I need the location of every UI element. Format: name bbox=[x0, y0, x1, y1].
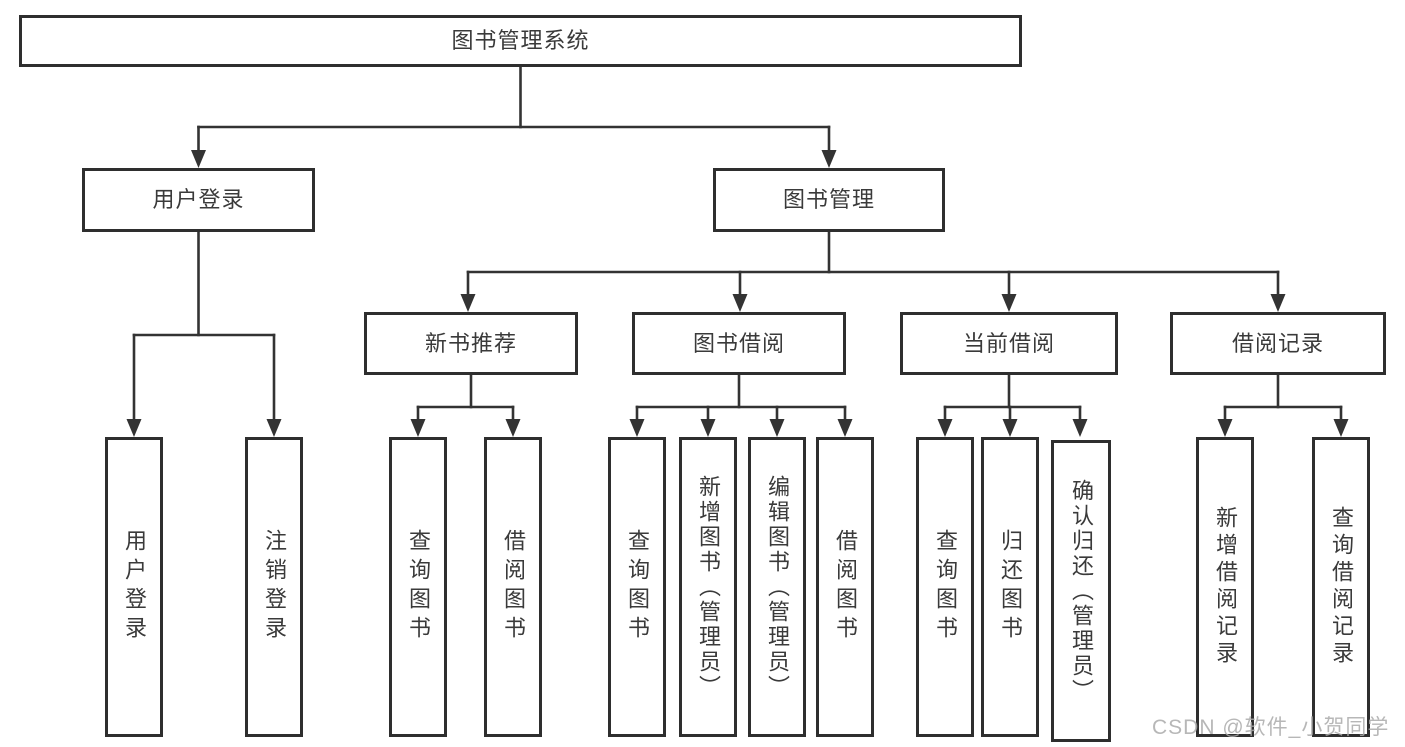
node-br-add-record: 新增借阅记录 bbox=[1196, 437, 1254, 737]
node-borrow-records: 借阅记录 bbox=[1170, 312, 1386, 375]
node-root: 图书管理系统 bbox=[19, 15, 1022, 67]
node-br-add-record-label: 新增借阅记录 bbox=[1213, 506, 1238, 668]
node-leaf-logout: 注销登录 bbox=[245, 437, 303, 737]
node-leaf-user-login: 用户登录 bbox=[105, 437, 163, 737]
node-rec-borrow-books-label: 借阅图书 bbox=[501, 529, 526, 645]
node-book-borrow-label: 图书借阅 bbox=[692, 330, 785, 356]
node-book-borrow: 图书借阅 bbox=[632, 312, 846, 375]
node-bb-borrow-books: 借阅图书 bbox=[816, 437, 874, 737]
node-borrow-records-label: 借阅记录 bbox=[1231, 330, 1324, 356]
edge-borrowrecords-to-leaves bbox=[1217, 373, 1349, 437]
node-br-query-record-label: 查询借阅记录 bbox=[1329, 506, 1354, 668]
node-new-book-rec: 新书推荐 bbox=[364, 312, 578, 375]
node-bb-add-books: 新增图书（管理员） bbox=[679, 437, 737, 737]
watermark: CSDN @软件_小贺同学 bbox=[1152, 716, 1390, 739]
node-current-borrow-label: 当前借阅 bbox=[962, 330, 1055, 356]
node-bb-query-books: 查询图书 bbox=[608, 437, 666, 737]
node-user-login: 用户登录 bbox=[82, 168, 315, 232]
node-cb-confirm-return-label: 确认归还（管理员） bbox=[1069, 478, 1094, 704]
node-bb-edit-books: 编辑图书（管理员） bbox=[748, 437, 806, 737]
node-bb-query-books-label: 查询图书 bbox=[625, 529, 650, 645]
node-bb-add-books-label: 新增图书（管理员） bbox=[696, 474, 721, 700]
node-rec-borrow-books: 借阅图书 bbox=[484, 437, 542, 737]
node-book-mgmt-label: 图书管理 bbox=[782, 187, 875, 212]
edge-root-to-level2 bbox=[191, 65, 837, 168]
node-book-mgmt: 图书管理 bbox=[713, 168, 945, 232]
node-cb-return-books-label: 归还图书 bbox=[998, 529, 1023, 645]
node-root-label: 图书管理系统 bbox=[451, 28, 590, 53]
node-new-book-rec-label: 新书推荐 bbox=[424, 330, 517, 356]
node-cb-return-books: 归还图书 bbox=[981, 437, 1039, 737]
node-cb-query-books: 查询图书 bbox=[916, 437, 974, 737]
node-rec-query-books: 查询图书 bbox=[389, 437, 447, 737]
node-bb-edit-books-label: 编辑图书（管理员） bbox=[765, 474, 790, 700]
node-rec-query-books-label: 查询图书 bbox=[406, 529, 431, 645]
edge-newbookrec-to-leaves bbox=[410, 373, 521, 437]
node-current-borrow: 当前借阅 bbox=[900, 312, 1118, 375]
node-cb-query-books-label: 查询图书 bbox=[933, 529, 958, 645]
node-user-login-label: 用户登录 bbox=[152, 187, 245, 212]
node-bb-borrow-books-label: 借阅图书 bbox=[833, 529, 858, 645]
edge-bookmgmt-to-level3 bbox=[460, 230, 1286, 312]
node-br-query-record: 查询借阅记录 bbox=[1312, 437, 1370, 737]
edge-bookborrow-to-leaves bbox=[629, 373, 853, 437]
node-leaf-user-login-label: 用户登录 bbox=[122, 529, 147, 645]
edge-currentborrow-to-leaves bbox=[937, 373, 1088, 437]
node-leaf-logout-label: 注销登录 bbox=[262, 529, 287, 645]
edge-userlogin-to-leaves bbox=[126, 230, 282, 437]
node-cb-confirm-return: 确认归还（管理员） bbox=[1051, 440, 1111, 742]
